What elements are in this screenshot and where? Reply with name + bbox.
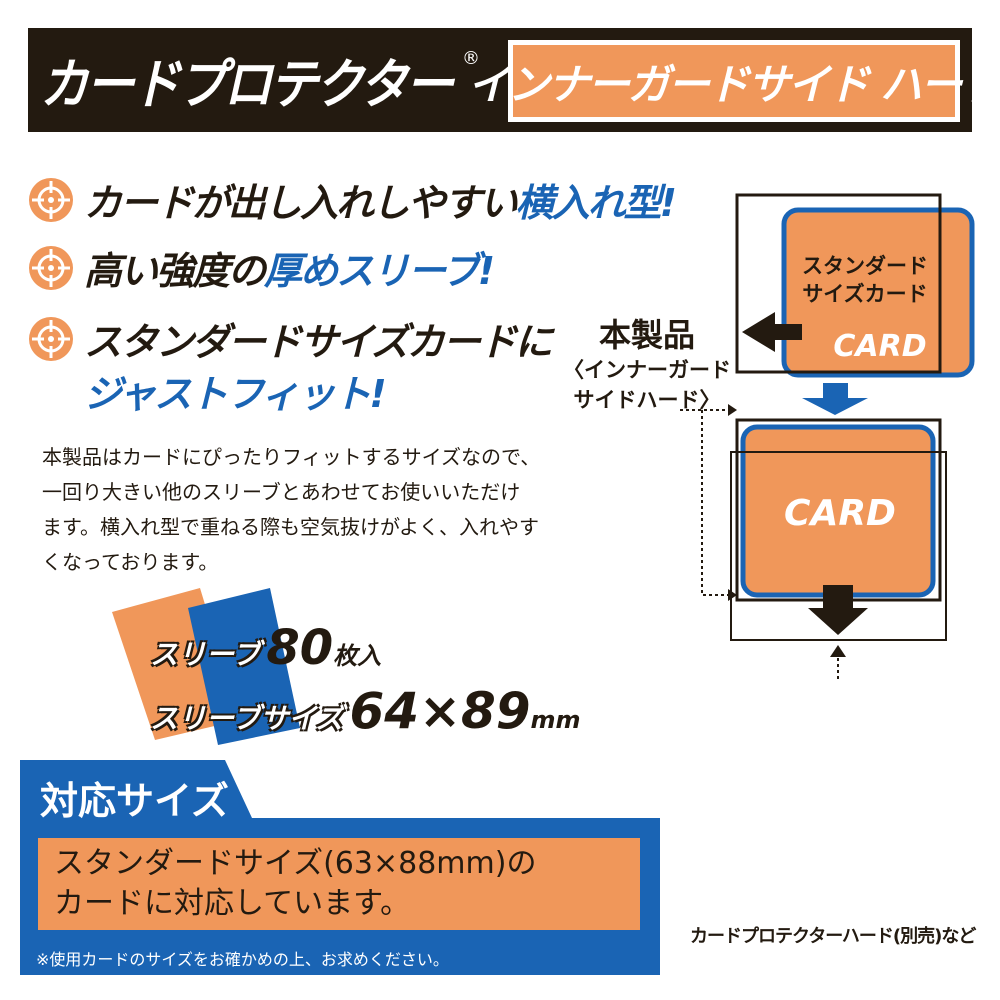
bottom-card-logo: CARD [784,493,896,534]
top-card [781,207,975,378]
feature-text: スタンダードサイズカードに [84,320,553,364]
insertion-diagram: CARD CARD [680,193,975,680]
size-unit: mm [530,706,581,734]
product-label: 本製品 〈インナーガード サイドハード〉 [562,315,732,415]
count-value: 80 [266,620,334,676]
feature-text: 高い強度の [84,249,266,293]
feature-bullet: カードが出し入れしやすい横入れ型! [28,172,677,227]
count-unit: 枚入 [333,642,382,670]
up-arrow-icon [830,645,846,657]
feature-highlight: ジャストフィット! [84,372,387,416]
compat-body: スタンダードサイズ(63×88mm)の カードに対応しています。 [38,838,640,930]
size-label: スリーブサイズ [150,702,344,735]
description: 本製品はカードにぴったりフィットするサイズなので、 一回り大きい他のスリーブとあ… [42,445,541,574]
down-arrow-icon [808,585,868,635]
target-icon [29,317,73,361]
size-value: 64×89 [349,682,531,740]
outer-sleeve [730,451,947,641]
top-card-logo: CARD [833,329,926,364]
product-subtitle: インナーガードサイド ハード [467,59,1000,109]
product-label-title: 本製品 [598,316,695,354]
feature-highlight: 横入れ型! [515,181,677,225]
compat-title: 対応サイズ [40,779,229,823]
sleeve-size: スリーブサイズ 64×89 mm [150,686,581,736]
feature-bullet: 高い強度の厚めスリーブ! [28,240,495,295]
feature-text: カードが出し入れしやすい [84,181,518,225]
diagram-caption: カードプロテクターハード(別売)など [690,926,976,947]
footnote: ※使用カードのサイズをお確かめの上、お求めください。 [36,950,449,969]
dotted-connector [680,409,728,596]
product-label-sub: 〈インナーガード サイドハード〉 [563,358,731,412]
down-arrow-icon [802,383,868,415]
sleeve-count: スリーブ 80 枚入 [150,624,381,672]
card-label: スタンダード サイズカード [802,254,928,306]
target-icon [29,177,73,222]
feature-highlight: 厚めスリーブ! [264,249,495,293]
feature-bullet: スタンダードサイズカードにジャストフィット! [28,316,553,420]
top-inner-sleeve [735,193,942,374]
target-icon [29,245,73,290]
sleeve-graphic [112,588,300,745]
product-title: カードプロテクター [40,53,454,116]
pointer-arrow-icon [728,404,737,416]
registered-mark: ® [462,48,480,69]
blue-sleeve [188,588,300,745]
left-arrow-icon [742,312,802,352]
subtitle-box: インナーガードサイド ハード [468,40,1000,122]
count-label: スリーブ [150,638,261,671]
